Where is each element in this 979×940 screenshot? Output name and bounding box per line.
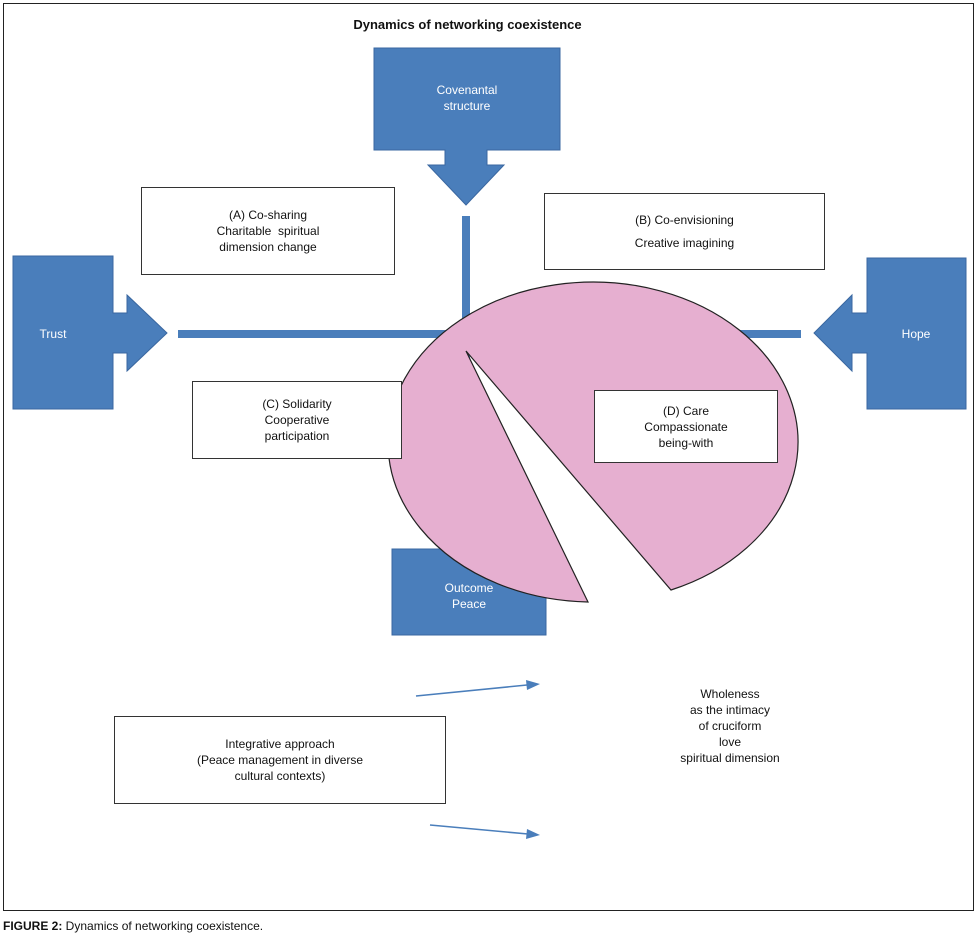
outcome-line-1: Outcome	[444, 581, 494, 595]
outcome-line-2: Peace	[451, 597, 487, 611]
integrative-line-1: Integrative approach	[225, 737, 335, 751]
wholeness-text: Wholeness as the intimacy of cruciform l…	[630, 686, 830, 766]
quadrant-a-box: (A) Co-sharing Charitable spiritual dime…	[141, 187, 395, 275]
figure-frame	[3, 3, 974, 911]
quadrant-d-line-1: (D) Care	[662, 403, 709, 418]
wholeness-speech-bubble	[387, 281, 799, 603]
quadrant-d-line-3: being-with	[658, 435, 714, 450]
hope-label: Hope	[901, 327, 931, 341]
lower-pointer-arrow	[429, 824, 529, 835]
quadrant-c-line-1: (C) Solidarity	[262, 397, 332, 411]
quadrant-b-line-1: (B) Co-envisioning	[635, 213, 734, 227]
quadrant-a-line-3: dimension change	[219, 240, 317, 254]
covenantal-line-1: Covenantal	[436, 83, 498, 97]
figure-caption: FIGURE 2: Dynamics of networking coexist…	[3, 919, 263, 933]
wholeness-line-2: as the intimacy	[689, 703, 771, 717]
quadrant-a-line-1: (A) Co-sharing	[228, 208, 308, 222]
diagram-title: Dynamics of networking coexistence	[353, 17, 582, 32]
trust-label: Trust	[39, 327, 67, 341]
caption-text: Dynamics of networking coexistence.	[62, 919, 264, 933]
quadrant-c-line-2: Cooperative	[264, 413, 330, 427]
lower-pointer-arrowhead	[526, 829, 540, 839]
trust-arrow	[12, 255, 168, 410]
hope-arrow	[813, 257, 967, 410]
caption-label: FIGURE 2:	[3, 919, 63, 933]
upper-pointer-arrow	[415, 684, 528, 697]
wholeness-line-5: spiritual dimension	[680, 751, 780, 765]
integrative-line-3: cultural contexts)	[234, 769, 326, 783]
quadrant-a-line-2: Charitable spiritual	[216, 224, 320, 238]
integrative-line-2: (Peace management in diverse	[196, 753, 364, 767]
outcome-peace-label: Outcome Peace	[392, 580, 546, 612]
integrative-approach-box: Integrative approach (Peace management i…	[114, 716, 446, 804]
quadrant-d-box: (D) Care Compassionate being-with	[594, 390, 778, 463]
covenantal-structure-arrow	[373, 47, 561, 206]
wholeness-line-4: love	[718, 735, 741, 749]
covenantal-structure-label: Covenantal structure	[374, 82, 560, 114]
quadrant-d-line-2: Compassionate	[644, 419, 728, 434]
quadrant-b-line-2: Creative imagining	[634, 236, 735, 250]
wholeness-line-3: of cruciform	[698, 719, 762, 733]
quadrant-c-line-3: participation	[264, 429, 330, 443]
quadrant-b-box: (B) Co-envisioning Creative imagining	[544, 193, 825, 270]
upper-pointer-arrowhead	[526, 680, 540, 690]
wholeness-line-1: Wholeness	[700, 687, 760, 701]
quadrant-c-box: (C) Solidarity Cooperative participation	[192, 381, 402, 459]
covenantal-line-2: structure	[443, 99, 491, 113]
